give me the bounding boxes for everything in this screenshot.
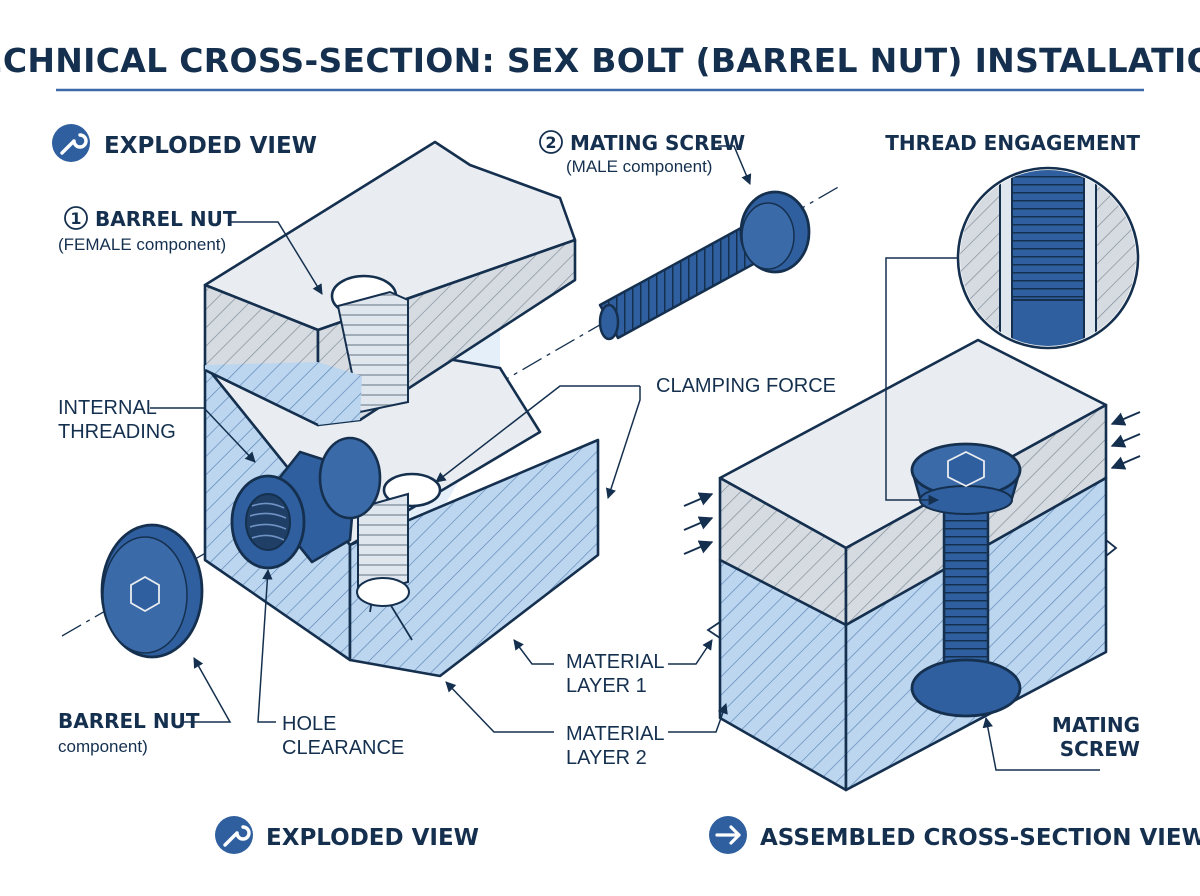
mating-screw-sublabel: (MALE component) xyxy=(566,157,712,176)
leader-material-layer-1 xyxy=(513,639,554,665)
material-layer-2-label-a: MATERIAL xyxy=(566,723,665,745)
thread-engagement-detail xyxy=(956,166,1140,350)
mating-screw-right-label-1: MATING xyxy=(1052,713,1140,737)
hole-clearance-label-1: HOLE xyxy=(282,713,336,735)
exploded-view-heading-text: EXPLODED VIEW xyxy=(104,133,317,159)
clamping-arrows-left xyxy=(683,492,714,555)
material-layer-1-label-a: MATERIAL xyxy=(566,651,665,673)
footer-exploded-view: EXPLODED VIEW xyxy=(215,816,479,854)
clamping-arrows-right xyxy=(1110,411,1141,470)
leader-barrel-nut xyxy=(228,221,323,295)
leader-thread-engagement xyxy=(885,257,958,506)
page-title: TECHNICAL CROSS-SECTION: SEX BOLT (BARRE… xyxy=(0,41,1200,80)
material-layer-1-label-b: LAYER 1 xyxy=(566,675,647,697)
exploded-upper-block xyxy=(203,140,577,427)
footer-assembled-view: ASSEMBLED CROSS-SECTION VIEW xyxy=(709,816,1200,854)
footer-exploded-view-text: EXPLODED VIEW xyxy=(266,825,479,851)
barrel-nut-sublabel: (FEMALE component) xyxy=(58,235,226,254)
thread-engagement-label: THREAD ENGAGEMENT xyxy=(885,131,1140,155)
number-badge-2 xyxy=(539,130,563,154)
barrel-nut-bottom-sublabel: component) xyxy=(58,737,148,756)
footer-assembled-view-text: ASSEMBLED CROSS-SECTION VIEW xyxy=(760,825,1200,851)
barrel-nut-bottom-label: BARREL NUT xyxy=(58,709,200,733)
leader-material-layer-2-right xyxy=(668,703,728,733)
leader-material-layer-1-right xyxy=(668,639,713,665)
hole-clearance-label-2: CLEARANCE xyxy=(282,737,404,759)
number-badge-1-text: 1 xyxy=(70,209,81,228)
leader-material-layer-2 xyxy=(445,681,554,733)
leader-internal-threading xyxy=(150,407,256,463)
barrel-nut-head-exploded xyxy=(100,523,204,659)
mating-screw-exploded xyxy=(598,190,811,341)
exploded-view-heading: EXPLODED VIEW xyxy=(52,124,317,162)
leader-mating-screw-right xyxy=(982,716,1100,771)
internal-threading-label-1: INTERNAL xyxy=(58,397,157,419)
number-badge-1 xyxy=(64,206,88,230)
leader-hole-clearance xyxy=(257,568,276,723)
material-layer-2-label-b: LAYER 2 xyxy=(566,747,647,769)
number-badge-2-text: 2 xyxy=(545,133,556,152)
mating-screw-right-label-2: SCREW xyxy=(1060,737,1140,761)
leader-clamping-force-a xyxy=(435,385,640,483)
barrel-nut-exploded xyxy=(230,436,382,570)
leader-clamping-force-b xyxy=(605,386,641,499)
leader-barrel-nut-bottom xyxy=(184,657,232,723)
clamping-force-label: CLAMPING FORCE xyxy=(656,375,836,397)
internal-threading-label-2: THREADING xyxy=(58,421,176,443)
mating-screw-assembled xyxy=(910,442,1022,718)
leader-mating-screw xyxy=(718,145,752,185)
barrel-nut-label: BARREL NUT xyxy=(95,207,237,231)
mating-screw-label: MATING SCREW xyxy=(570,131,745,155)
